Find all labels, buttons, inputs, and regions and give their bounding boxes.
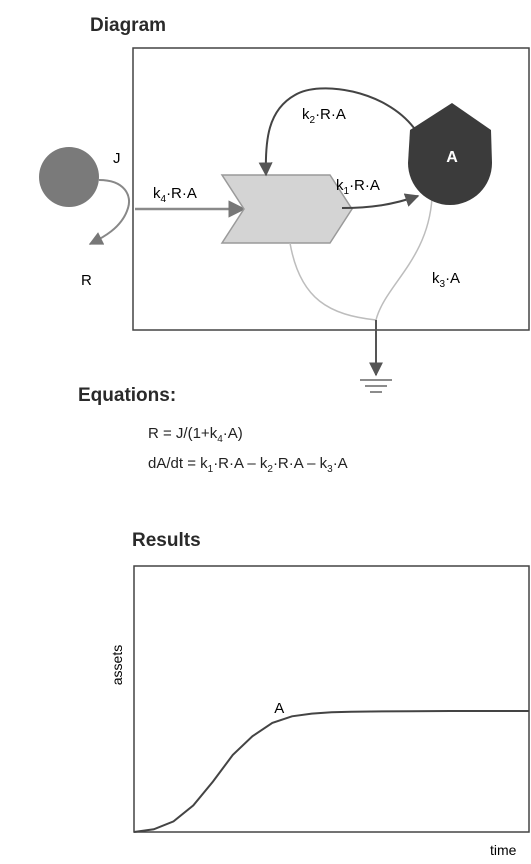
eq2-suffix: ·A (332, 455, 348, 472)
results-heading: Results (132, 530, 201, 551)
node-a-label: A (446, 149, 458, 166)
k2-feedback-arrow (258, 87, 415, 177)
node-a-shape (408, 103, 492, 205)
equation-da-dt: dA/dt = k1·R·A – k2·R·A – k3·A (148, 455, 348, 475)
y-axis-label: assets (109, 645, 125, 685)
label-j: J (113, 150, 121, 167)
equations-heading: Equations: (78, 385, 177, 406)
chevron-to-ground-line (289, 242, 377, 321)
ground-icon (360, 379, 392, 393)
series-a-label: A (274, 700, 284, 717)
label-k2ra: k2·R·A (302, 106, 346, 126)
plot-frame (133, 565, 530, 833)
source-node (39, 147, 99, 207)
eq2-prefix: dA/dt = k (148, 455, 208, 472)
x-axis-label: time (490, 842, 517, 858)
label-k4ra: k4·R·A (153, 185, 197, 205)
eq2-sub3: 3 (327, 464, 333, 475)
series-a-line (133, 710, 529, 833)
eq1-suffix: ·A) (222, 425, 243, 442)
k1-arrow (341, 193, 420, 209)
label-r: R (81, 272, 92, 289)
compartment-box (132, 47, 530, 331)
label-k3a: k3·A (432, 270, 460, 290)
label-k1ra: k1·R·A (336, 177, 380, 197)
reaction-chevron (220, 174, 353, 244)
eq1-sub: 4 (217, 434, 223, 445)
a-to-ground-line (375, 197, 433, 321)
eq2-mid2: ·R·A – k (272, 455, 328, 472)
eq2-sub1: 1 (207, 464, 214, 475)
j-to-r-arrow (88, 179, 130, 245)
eq1-prefix: R = J/(1+k (148, 425, 218, 442)
equation-r: R = J/(1+k4·A) (148, 425, 243, 445)
results-chart: assets time A (109, 565, 530, 858)
eq2-mid1: ·R·A – k (213, 455, 268, 472)
eq2-sub2: 2 (267, 464, 273, 475)
diagram-heading: Diagram (90, 15, 167, 36)
